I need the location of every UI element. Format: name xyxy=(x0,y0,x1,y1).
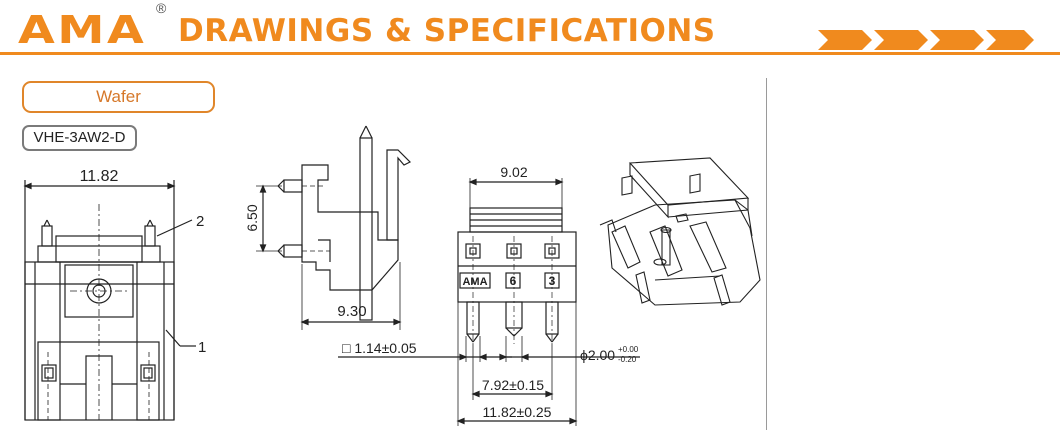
part-number-label: VHE-3AW2-D xyxy=(22,125,137,151)
callout-housing-label: 1 xyxy=(198,339,206,356)
callout-pin-label: 2 xyxy=(196,213,204,230)
page-title: DRAWINGS & SPECIFICATIONS xyxy=(178,13,716,49)
bottom-width-dim: 11.82±0.25 xyxy=(483,404,552,420)
bottom-view: 9.02 AMA 6 3 xyxy=(338,164,640,426)
isometric-view xyxy=(599,157,761,306)
post-diameter-dim: ϕ2.00 xyxy=(580,347,615,363)
registered-mark: ® xyxy=(156,0,167,16)
side-depth-dim: 9.30 xyxy=(337,303,366,320)
front-view: 11.82 2 xyxy=(23,168,206,421)
housing-mark-ama: AMA xyxy=(462,276,487,288)
side-view: 6.50 9.30 xyxy=(244,125,412,330)
pin-square-dim: □ 1.14±0.05 xyxy=(342,340,417,356)
front-width-dim: 11.82 xyxy=(80,168,119,185)
side-height-dim: 6.50 xyxy=(244,204,260,231)
housing-mark-6: 6 xyxy=(510,274,517,288)
post-diameter-tol-upper: +0.00 xyxy=(618,345,639,354)
post-diameter-tol-lower: -0.20 xyxy=(618,355,637,364)
housing-mark-3: 3 xyxy=(549,274,556,288)
product-type-label: Wafer xyxy=(22,81,215,113)
panel-divider xyxy=(766,78,767,430)
header-rule xyxy=(0,52,1060,55)
pin-pitch-dim: 7.92±0.15 xyxy=(482,377,544,393)
brand-logo: AMA xyxy=(18,8,147,52)
bottom-top-width-dim: 9.02 xyxy=(500,164,527,180)
page-header: AMA ® DRAWINGS & SPECIFICATIONS xyxy=(0,0,1060,60)
chevron-arrows-icon xyxy=(818,30,1034,50)
